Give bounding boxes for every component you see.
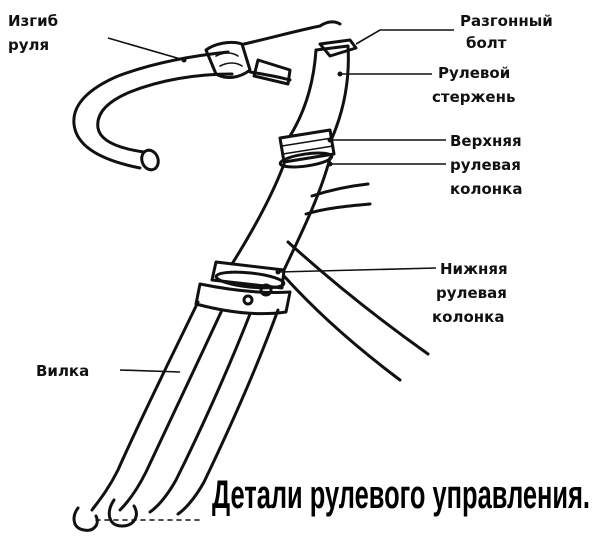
- leader-lower-headset: [277, 267, 437, 273]
- fork: [72, 282, 292, 532]
- lower-headset-part: [210, 260, 286, 306]
- stem: [288, 38, 358, 140]
- label-line: Разгонный: [460, 12, 553, 30]
- label-line: болт: [466, 34, 507, 52]
- label-line: Верхняя: [450, 132, 522, 150]
- label-line: рулевая: [450, 156, 521, 174]
- label-line: Рулевой: [438, 64, 510, 82]
- leader-fork: [119, 369, 181, 373]
- diagram-title: Детали рулевого управления.: [212, 473, 590, 517]
- leader-lines: [107, 29, 454, 373]
- label-line: стержень: [432, 88, 515, 106]
- leader-expander-bolt: [355, 29, 454, 45]
- label-line: руля: [8, 36, 49, 54]
- label-fork: Вилка: [36, 362, 89, 380]
- head-tube: [230, 156, 430, 382]
- label-line: Изгиб: [8, 12, 58, 30]
- leader-bar-bend: [107, 37, 185, 61]
- label-line: Вилка: [36, 362, 89, 380]
- upper-headset-part: [278, 128, 336, 169]
- label-expander-bolt: Разгонный болт: [460, 12, 553, 52]
- label-line: колонка: [450, 180, 522, 198]
- label-line: рулевая: [436, 284, 507, 302]
- label-bar-bend: Изгиб руля: [8, 12, 58, 54]
- label-line: колонка: [432, 308, 504, 326]
- handlebar: [72, 20, 342, 172]
- label-upper-headset: Верхняя рулевая колонка: [450, 132, 522, 198]
- label-stem: Рулевой стержень: [432, 64, 515, 106]
- label-line: Нижняя: [440, 260, 508, 278]
- label-lower-headset: Нижняя рулевая колонка: [432, 260, 508, 326]
